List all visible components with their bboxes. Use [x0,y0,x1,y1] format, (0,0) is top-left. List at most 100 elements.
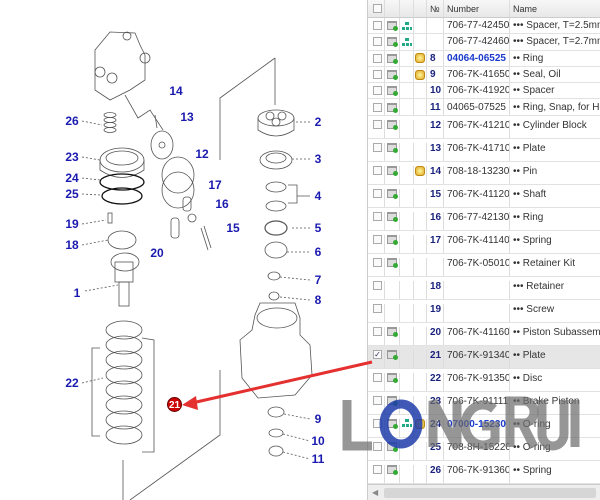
select-all-checkbox[interactable] [373,4,382,13]
label-19[interactable]: 19 [65,217,79,231]
add-to-cart-icon[interactable] [387,165,398,176]
package-icon[interactable] [415,165,425,176]
row-checkbox[interactable] [373,119,382,129]
row-select-cell[interactable] [368,119,385,138]
add-to-cart-icon[interactable] [387,188,398,199]
row-select-cell[interactable] [368,66,385,83]
add-to-cart-icon[interactable] [387,142,398,153]
add-to-cart-icon[interactable] [387,257,398,268]
package-icon[interactable] [415,418,425,429]
row-checkbox[interactable] [373,372,382,382]
header-number[interactable]: Number [444,0,510,17]
label-1[interactable]: 1 [73,286,81,300]
select-all-cell[interactable] [368,0,385,17]
selected-part-callout[interactable]: 21 [167,397,182,412]
add-to-cart-icon[interactable] [387,211,398,222]
add-to-cart-icon[interactable] [387,234,398,245]
add-to-cart-icon[interactable] [387,102,398,113]
add-to-cart-icon[interactable] [387,119,398,130]
hierarchy-icon[interactable] [401,418,412,427]
row-select-cell[interactable] [368,326,385,345]
row-select-cell[interactable] [368,142,385,161]
add-to-cart-icon[interactable] [387,21,398,32]
label-12[interactable]: 12 [195,147,209,161]
row-select-cell[interactable] [368,99,385,115]
hierarchy-icon[interactable] [401,21,412,30]
package-icon[interactable] [415,69,425,80]
label-20[interactable]: 20 [150,246,164,260]
label-13[interactable]: 13 [180,110,194,124]
row-checkbox[interactable] [373,211,382,221]
label-3[interactable]: 3 [314,152,322,166]
add-to-cart-icon[interactable] [387,418,398,429]
row-checkbox[interactable] [373,280,382,290]
part-number-link[interactable]: 04064-06525 [444,50,510,66]
row-select-cell[interactable] [368,441,385,460]
header-no[interactable]: № [427,0,444,17]
row-select-cell[interactable] [368,188,385,207]
row-checkbox[interactable] [373,21,382,31]
row-select-cell[interactable] [368,280,385,299]
row-select-cell[interactable]: ✓ [368,349,385,368]
row-checkbox[interactable] [373,188,382,198]
scroll-left-icon[interactable]: ◀ [372,488,379,497]
label-17[interactable]: 17 [208,178,222,192]
add-to-cart-icon[interactable] [387,37,398,48]
label-6[interactable]: 6 [314,245,322,259]
row-select-cell[interactable] [368,83,385,99]
row-checkbox[interactable] [373,86,382,96]
row-select-cell[interactable] [368,303,385,322]
label-15[interactable]: 15 [226,221,240,235]
label-7[interactable]: 7 [314,273,322,287]
label-22[interactable]: 22 [65,376,79,390]
part-number-link[interactable]: 07000-15230 [444,418,510,437]
row-checkbox[interactable] [373,234,382,244]
add-to-cart-icon[interactable] [387,395,398,406]
add-to-cart-icon[interactable] [387,326,398,337]
row-select-cell[interactable] [368,372,385,391]
table-row[interactable]: 706-77-42450••• Spacer, T=2.5mm [368,18,600,35]
label-9[interactable]: 9 [314,412,322,426]
row-select-cell[interactable] [368,18,385,34]
label-14[interactable]: 14 [169,84,183,98]
label-8[interactable]: 8 [314,293,322,307]
label-23[interactable]: 23 [65,150,79,164]
row-select-cell[interactable] [368,34,385,50]
row-checkbox[interactable] [373,165,382,175]
add-to-cart-icon[interactable] [387,372,398,383]
row-checkbox[interactable] [373,441,382,451]
package-icon[interactable] [415,53,425,64]
row-select-cell[interactable] [368,165,385,184]
row-checkbox[interactable] [373,418,382,428]
add-to-cart-icon[interactable] [387,86,398,97]
label-2[interactable]: 2 [314,115,322,129]
label-18[interactable]: 18 [65,238,79,252]
add-to-cart-icon[interactable] [387,464,398,475]
label-26[interactable]: 26 [65,114,79,128]
label-5[interactable]: 5 [314,221,322,235]
row-checkbox[interactable] [373,142,382,152]
label-10[interactable]: 10 [311,434,325,448]
row-checkbox[interactable] [373,257,382,267]
row-select-cell[interactable] [368,418,385,437]
add-to-cart-icon[interactable] [387,441,398,452]
add-to-cart-icon[interactable] [387,349,398,360]
row-select-cell[interactable] [368,211,385,230]
table-row[interactable]: 19••• Screw [368,300,600,323]
